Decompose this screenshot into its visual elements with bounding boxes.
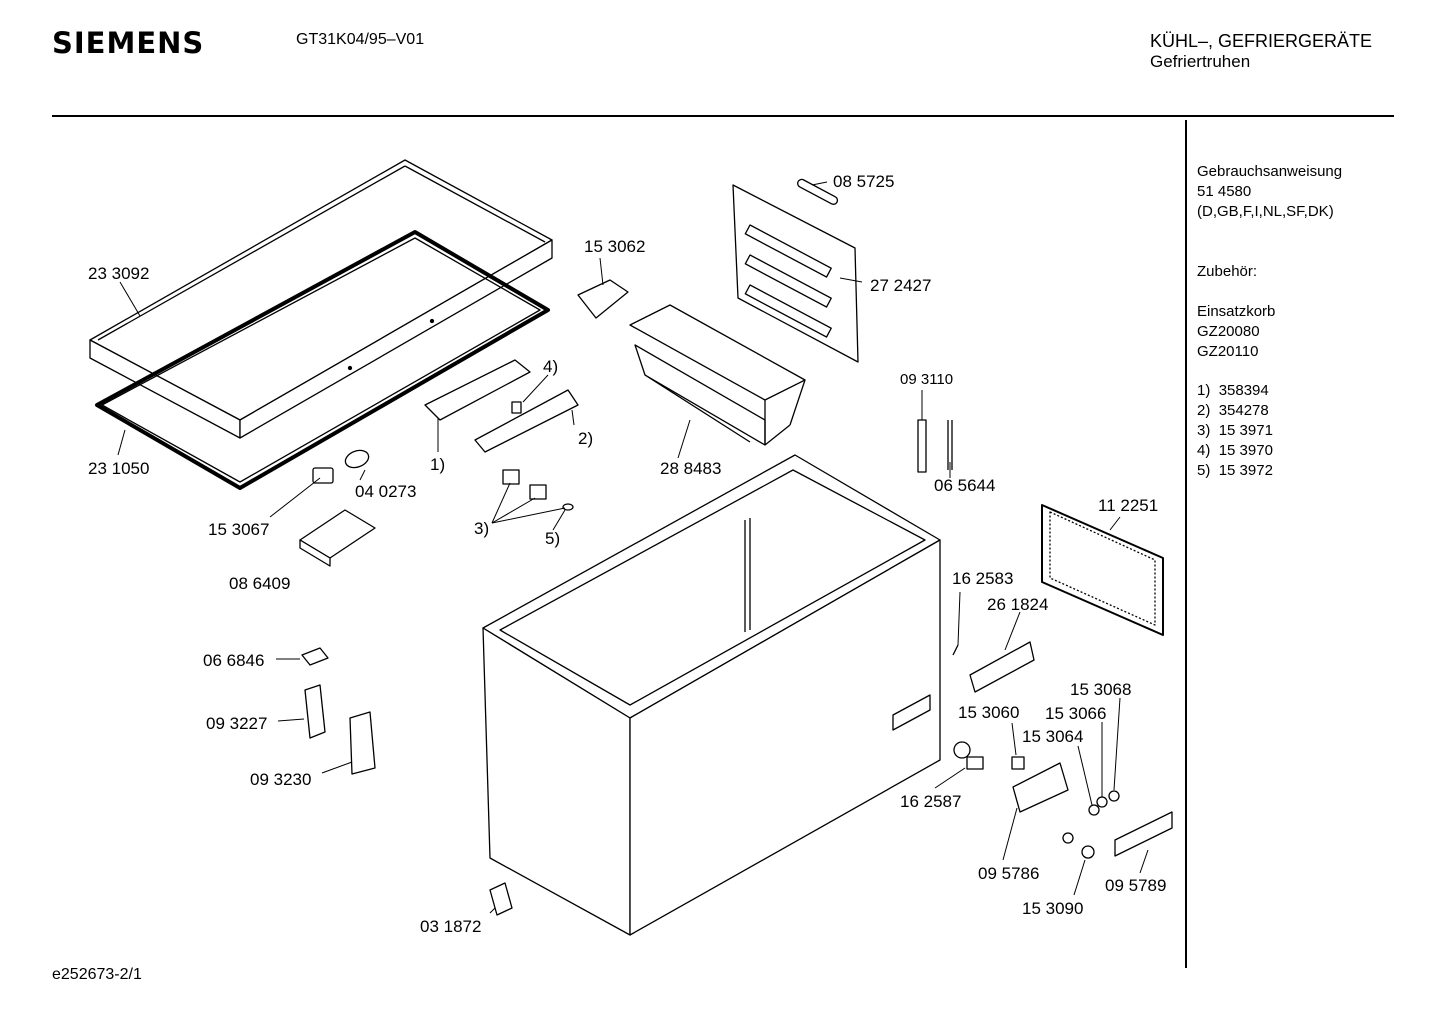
leader-lines <box>117 181 1149 914</box>
label-knob: 15 3090 <box>1022 899 1083 918</box>
lid-drawing <box>89 159 553 439</box>
label-note-2: 2) <box>578 429 593 448</box>
gasket-drawing <box>95 230 550 490</box>
label-lamp: 04 0273 <box>355 482 416 501</box>
label-lamp-cover: 08 6409 <box>229 574 290 593</box>
label-note-1: 1) <box>430 455 445 474</box>
label-basket: 28 8483 <box>660 459 721 478</box>
label-sensor-a: 09 3110 <box>900 371 953 388</box>
grille-drawing <box>1041 504 1164 636</box>
manual-info: Gebrauchsanweisung 51 4580 (D,GB,F,I,NL,… <box>1197 162 1342 222</box>
basket-label: Einsatzkorb <box>1197 303 1276 320</box>
sensor-drawing <box>917 419 953 473</box>
label-sensor-b: 06 5644 <box>934 476 995 495</box>
label-screw: 16 2583 <box>952 569 1013 588</box>
lamp-drawing <box>299 449 376 567</box>
cover-drawing <box>732 178 859 363</box>
label-thermostat: 16 2587 <box>900 792 961 811</box>
notes-list: 1) 358394 2) 354278 3) 15 3971 4) 15 397… <box>1197 381 1273 481</box>
exploded-diagram: 23 3092 23 1050 04 0273 15 3067 08 6409 … <box>88 159 1173 936</box>
accessories-label: Zubehör: <box>1197 263 1258 280</box>
label-hinge: 09 3230 <box>250 770 311 789</box>
drawing-id: e252673-2/1 <box>52 966 142 983</box>
basket-info: Einsatzkorb GZ20080 GZ20110 <box>1197 302 1275 362</box>
label-grille: 11 2251 <box>1098 496 1158 515</box>
label-handle-right: 26 1824 <box>987 595 1048 614</box>
note-item: 1) 358394 <box>1197 382 1269 399</box>
label-switch-b: 15 3068 <box>1070 680 1131 699</box>
label-switch-a: 15 3060 <box>958 703 1019 722</box>
hinge-drawing <box>301 647 513 916</box>
label-handle-left: 15 3062 <box>584 237 645 256</box>
note-item: 4) 15 3970 <box>1197 442 1273 459</box>
manual-number: 51 4580 <box>1197 183 1252 200</box>
basket-model: GZ20110 <box>1197 343 1259 360</box>
label-clip: 06 6846 <box>203 651 264 670</box>
model-number: GT31K04/95–V01 <box>296 31 425 48</box>
freezer-body <box>482 454 941 936</box>
label-hinge-plate: 09 3227 <box>206 714 267 733</box>
label-lid: 23 3092 <box>88 264 149 283</box>
controls-drawing <box>952 641 1173 859</box>
label-switch-c: 15 3066 <box>1045 704 1106 723</box>
note-item: 5) 15 3972 <box>1197 462 1273 479</box>
note-item: 2) 354278 <box>1197 402 1269 419</box>
label-note-4: 4) <box>543 357 558 376</box>
label-evaporator-cover: 27 2427 <box>870 276 931 295</box>
part-labels: 23 3092 23 1050 04 0273 15 3067 08 6409 … <box>88 172 1166 936</box>
note-item: 3) 15 3971 <box>1197 422 1273 439</box>
header-divider <box>52 115 1394 117</box>
label-foot: 03 1872 <box>420 917 481 936</box>
category-title: KÜHL–, GEFRIERGERÄTE <box>1150 31 1373 51</box>
category-subtitle: Gefriertruhen <box>1150 52 1251 71</box>
shelf-drawing <box>424 359 579 511</box>
label-note-5: 5) <box>545 529 560 548</box>
label-control-box: 09 5786 <box>978 864 1039 883</box>
label-note-3: 3) <box>474 519 489 538</box>
label-lid-gasket: 23 1050 <box>88 459 149 478</box>
basket-model: GZ20080 <box>1197 323 1260 340</box>
manual-languages: (D,GB,F,I,NL,SF,DK) <box>1197 203 1334 220</box>
label-lamp-tube: 08 5725 <box>833 172 894 191</box>
label-lamp-socket: 15 3067 <box>208 520 269 539</box>
manual-label: Gebrauchsanweisung <box>1197 163 1343 180</box>
sidebar-divider <box>1185 120 1187 968</box>
brand-logo: SIEMENS <box>52 26 205 60</box>
label-switch-d: 15 3064 <box>1022 727 1083 746</box>
basket-drawing <box>629 304 806 446</box>
handle-drawing <box>577 279 629 319</box>
label-panel: 09 5789 <box>1105 876 1166 895</box>
